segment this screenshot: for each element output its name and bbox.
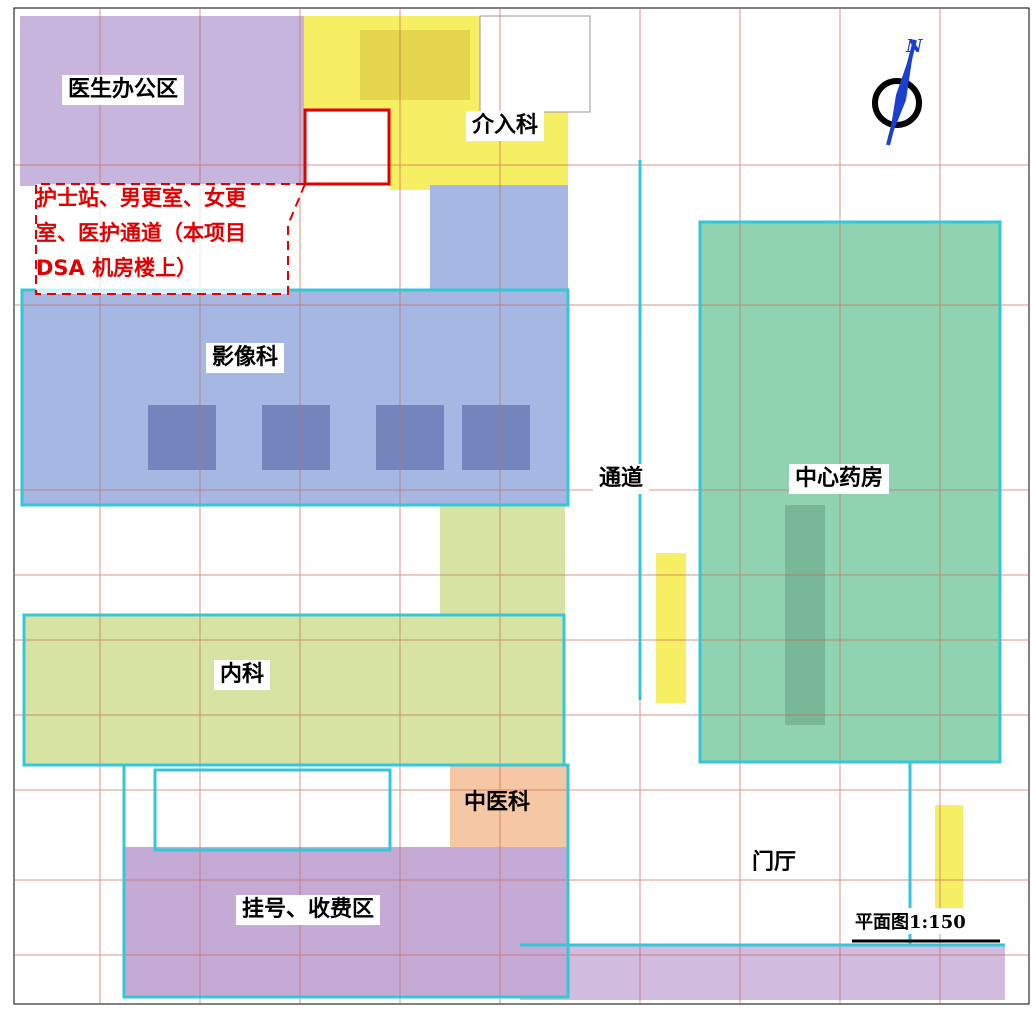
label-lobby: 门厅 — [746, 848, 803, 878]
highlight-box — [303, 108, 391, 186]
label-pharmacy: 中心药房 — [789, 464, 890, 494]
walls — [20, 160, 1005, 999]
scale-label: 平面图1:150 — [852, 908, 969, 934]
note-line-2: 室、医护通道（本项目 — [36, 221, 246, 245]
callout-outline — [35, 183, 306, 295]
label-corridor: 通道 — [593, 464, 650, 494]
label-interventional: 介入科 — [466, 111, 545, 141]
north-letter: N — [906, 36, 923, 57]
label-registration: 挂号、收费区 — [236, 895, 381, 925]
label-imaging: 影像科 — [206, 343, 285, 373]
note-line-3: DSA 机房楼上） — [36, 256, 198, 280]
zone-imaging — [22, 185, 568, 505]
zone-registration — [124, 847, 1005, 1000]
north-arrow-icon — [872, 39, 922, 146]
label-tcm: 中医科 — [464, 790, 531, 815]
zone-tcm — [450, 765, 568, 847]
label-doctor-office: 医生办公区 — [62, 75, 185, 105]
note-line-1: 护士站、男更室、女更 — [36, 186, 246, 210]
label-internal-medicine: 内科 — [214, 660, 271, 690]
